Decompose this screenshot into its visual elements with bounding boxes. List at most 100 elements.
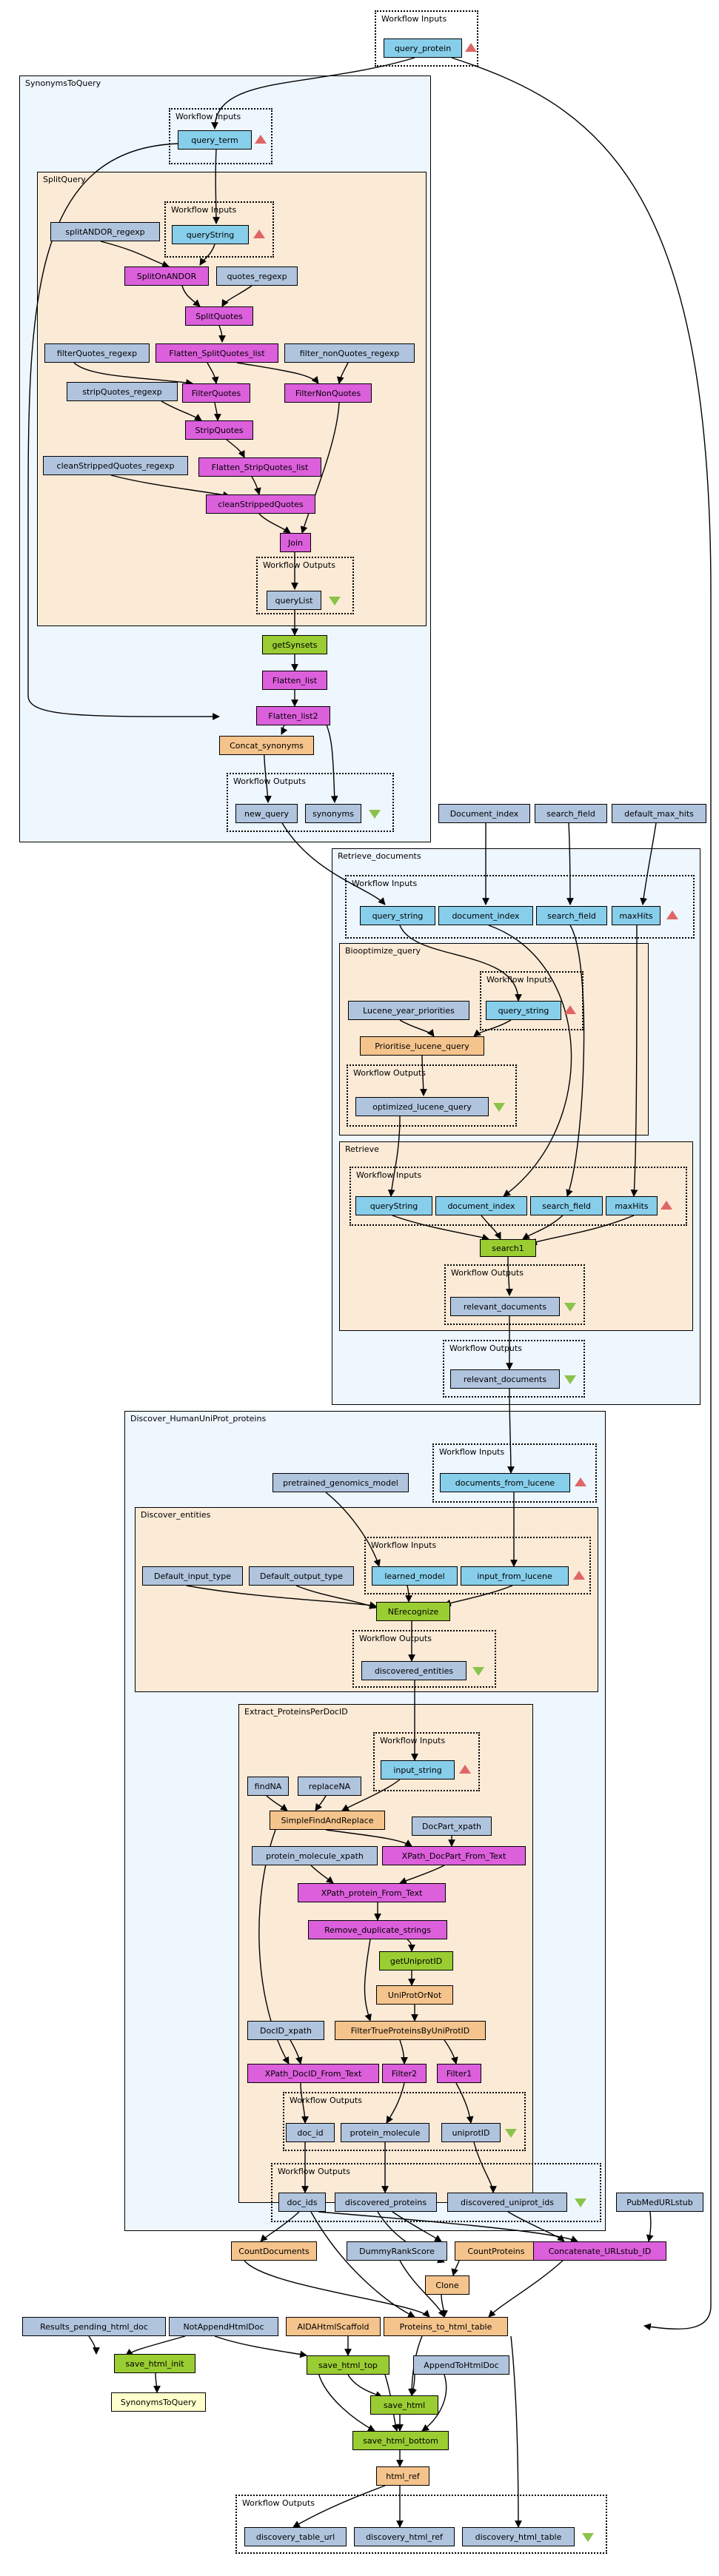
node-filtertrueproteinsbyuniprotid[interactable]: FilterTrueProteinsByUniProtID [335, 2021, 486, 2040]
workflow-inputs-label: Workflow Inputs [381, 14, 447, 24]
node-input-string[interactable]: input_string [381, 1760, 455, 1780]
node-search-field-const[interactable]: search_field [535, 804, 607, 823]
node-flatten-list2[interactable]: Flatten_list2 [256, 706, 330, 725]
node-query-term[interactable]: query_term [178, 130, 252, 150]
node-discovery-html-ref[interactable]: discovery_html_ref [354, 2527, 455, 2546]
node-r-relevant-documents[interactable]: relevant_documents [450, 1297, 560, 1316]
node-pretrained-genomics-model[interactable]: pretrained_genomics_model [272, 1473, 409, 1492]
node-join[interactable]: Join [280, 533, 311, 552]
node-save-html-top[interactable]: save_html_top [307, 2355, 389, 2375]
node-findna[interactable]: findNA [247, 1777, 289, 1796]
node-filter1[interactable]: Filter1 [437, 2064, 481, 2083]
node-countdocuments[interactable]: CountDocuments [231, 2241, 317, 2261]
node-save-html[interactable]: save_html [370, 2395, 438, 2415]
node-synonymstoquery-nested[interactable]: SynonymsToQuery [111, 2392, 206, 2412]
node-relevant-documents[interactable]: relevant_documents [450, 1369, 560, 1389]
node-discovered-entities[interactable]: discovered_entities [361, 1661, 466, 1680]
node-pubmedurlstub[interactable]: PubMedURLstub [616, 2193, 703, 2212]
node-default-input-type[interactable]: Default_input_type [142, 1566, 243, 1586]
output-triangle-icon [493, 1103, 505, 1112]
ep-workflow-outputs-label: Workflow Outputs [290, 2096, 362, 2105]
node-countproteins[interactable]: CountProteins [455, 2241, 538, 2261]
node-discovered-proteins[interactable]: discovered_proteins [335, 2193, 437, 2212]
node-remove-duplicate-strings[interactable]: Remove_duplicate_strings [308, 1920, 447, 1939]
node-learned-model[interactable]: learned_model [372, 1566, 458, 1586]
node-optimized-lucene-query[interactable]: optimized_lucene_query [355, 1097, 489, 1116]
node-r-search-field[interactable]: search_field [530, 1196, 603, 1215]
node-discovery-table-url[interactable]: discovery_table_url [244, 2527, 347, 2546]
node-cleanstrippedquotes-regexp[interactable]: cleanStrippedQuotes_regexp [43, 456, 188, 475]
output-triangle-icon [564, 1375, 576, 1384]
node-default-output-type[interactable]: Default_output_type [249, 1566, 354, 1586]
node-dummyrankscore[interactable]: DummyRankScore [347, 2241, 447, 2261]
node-r-document-index[interactable]: document_index [435, 1196, 527, 1215]
node-document-index-const[interactable]: Document_index [438, 804, 530, 823]
node-discovery-html-table[interactable]: discovery_html_table [462, 2527, 575, 2546]
node-documents-from-lucene[interactable]: documents_from_lucene [440, 1473, 570, 1492]
node-stripquotes-regexp[interactable]: stripQuotes_regexp [67, 382, 178, 401]
node-save-html-bottom[interactable]: save_html_bottom [352, 2431, 449, 2450]
node-xpath-protein-from-text[interactable]: XPath_protein_From_Text [298, 1883, 446, 1902]
node-querystring[interactable]: queryString [172, 225, 249, 244]
node-replacena[interactable]: replaceNA [298, 1777, 361, 1796]
node-xpath-docid-from-text[interactable]: XPath_DocID_From_Text [247, 2064, 379, 2083]
node-protein-molecule[interactable]: protein_molecule [341, 2123, 429, 2142]
node-filterquotes[interactable]: FilterQuotes [182, 383, 250, 403]
node-document-index[interactable]: document_index [438, 906, 533, 925]
node-splitandor-regexp[interactable]: splitANDOR_regexp [50, 222, 160, 241]
node-getsynsets[interactable]: getSynsets [262, 635, 327, 654]
de-workflow-outputs-label: Workflow Outputs [359, 1634, 432, 1643]
node-input-from-lucene[interactable]: input_from_lucene [461, 1566, 569, 1586]
node-querylist[interactable]: queryList [267, 591, 321, 610]
split-workflow-outputs-box: Workflow Outputs [256, 557, 354, 614]
node-clone[interactable]: Clone [425, 2275, 469, 2295]
node-discovered-uniprot-ids[interactable]: discovered_uniprot_ids [447, 2193, 567, 2212]
node-synonyms[interactable]: synonyms [305, 804, 361, 823]
node-results-pending-html-doc[interactable]: Results_pending_html_doc [22, 2317, 166, 2336]
node-new-query[interactable]: new_query [235, 804, 298, 823]
node-search-field[interactable]: search_field [536, 906, 607, 925]
node-r-maxhits[interactable]: maxHits [606, 1196, 658, 1215]
node-appendtohtmldoc[interactable]: AppendToHtmlDoc [413, 2355, 509, 2375]
node-filterquotes-regexp[interactable]: filterQuotes_regexp [44, 343, 150, 363]
node-uniprotornot[interactable]: UniProtOrNot [376, 1985, 453, 2005]
node-doc-id[interactable]: doc_id [286, 2123, 335, 2142]
node-save-html-init[interactable]: save_html_init [114, 2354, 195, 2373]
node-filter2[interactable]: Filter2 [382, 2064, 427, 2083]
node-search1[interactable]: search1 [480, 1239, 536, 1257]
node-stripquotes[interactable]: StripQuotes [185, 420, 253, 440]
node-uniprotid[interactable]: uniprotID [441, 2123, 501, 2142]
node-aidahtmlscaffold[interactable]: AIDAHtmlScaffold [286, 2317, 381, 2336]
node-splitonandor[interactable]: SplitOnANDOR [124, 266, 209, 286]
node-query-protein[interactable]: query_protein [384, 38, 462, 58]
node-flatten-splitquotes-list[interactable]: Flatten_SplitQuotes_list [155, 343, 278, 363]
node-concat-synonyms[interactable]: Concat_synonyms [219, 736, 314, 755]
node-default-max-hits[interactable]: default_max_hits [612, 804, 706, 823]
node-xpath-docpart-from-text[interactable]: XPath_DocPart_From_Text [382, 1846, 526, 1865]
node-maxhits[interactable]: maxHits [612, 906, 661, 925]
node-r-querystring[interactable]: queryString [355, 1196, 432, 1215]
node-filternonquotes[interactable]: FilterNonQuotes [284, 383, 372, 403]
node-cleanstrippedquotes[interactable]: cleanStrippedQuotes [206, 494, 315, 514]
node-doc-ids[interactable]: doc_ids [278, 2193, 326, 2212]
node-simplefindandreplace[interactable]: SimpleFindAndReplace [270, 1811, 385, 1830]
workflow-inputs-box: Workflow Inputs [375, 10, 478, 67]
node-prioritise-lucene-query[interactable]: Prioritise_lucene_query [360, 1036, 484, 1056]
node-quotes-regexp[interactable]: quotes_regexp [216, 266, 298, 286]
node-nerecognize[interactable]: NErecognize [376, 1602, 450, 1621]
node-splitquotes[interactable]: SplitQuotes [185, 306, 253, 326]
node-query-string[interactable]: query_string [360, 906, 435, 925]
node-lucene-year-priorities[interactable]: Lucene_year_priorities [348, 1001, 469, 1020]
node-proteins-to-html-table[interactable]: Proteins_to_html_table [384, 2317, 508, 2336]
node-getuniprotid[interactable]: getUniprotID [379, 1951, 453, 1970]
node-concatenate-urlstub-id[interactable]: Concatenate_URLstub_ID [533, 2241, 666, 2261]
node-filter-nonquotes-regexp[interactable]: filter_nonQuotes_regexp [284, 343, 415, 363]
node-protein-molecule-xpath[interactable]: protein_molecule_xpath [252, 1846, 378, 1865]
node-docpart-xpath[interactable]: DocPart_xpath [412, 1817, 492, 1836]
node-bio-query-string[interactable]: query_string [486, 1001, 561, 1020]
node-docid-xpath[interactable]: DocID_xpath [247, 2021, 324, 2040]
node-html-ref[interactable]: html_ref [376, 2466, 429, 2486]
node-notappendhtmldoc[interactable]: NotAppendHtmlDoc [169, 2317, 278, 2336]
node-flatten-list[interactable]: Flatten_list [262, 671, 327, 690]
node-flatten-stripquotes-list[interactable]: Flatten_StripQuotes_list [198, 457, 321, 477]
